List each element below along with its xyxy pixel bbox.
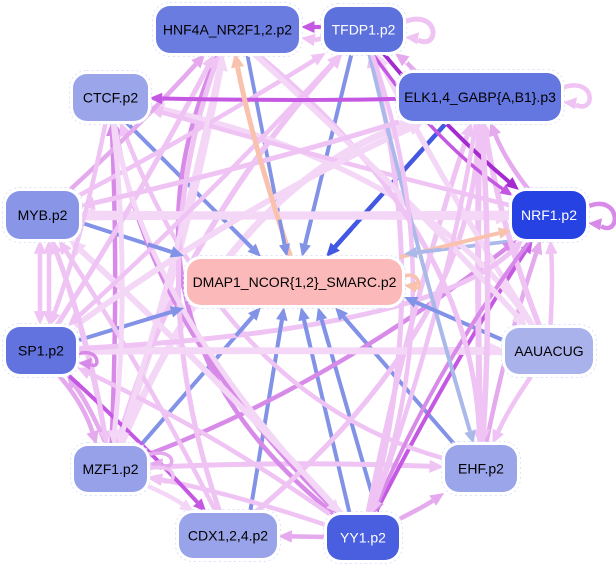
- svg-text:CDX1,2,4.p2: CDX1,2,4.p2: [188, 528, 268, 544]
- svg-text:AAUACUG: AAUACUG: [514, 343, 583, 359]
- svg-text:YY1.p2: YY1.p2: [340, 530, 386, 546]
- svg-text:MYB.p2: MYB.p2: [18, 207, 68, 223]
- svg-text:SP1.p2: SP1.p2: [18, 343, 64, 359]
- svg-text:NRF1.p2: NRF1.p2: [521, 207, 577, 223]
- svg-text:ELK1,4_GABP{A,B1}.p3: ELK1,4_GABP{A,B1}.p3: [404, 89, 556, 105]
- svg-text:CTCF.p2: CTCF.p2: [83, 90, 138, 106]
- svg-text:MZF1.p2: MZF1.p2: [82, 461, 138, 477]
- svg-text:TFDP1.p2: TFDP1.p2: [332, 22, 396, 38]
- svg-text:DMAP1_NCOR{1,2}_SMARC.p2: DMAP1_NCOR{1,2}_SMARC.p2: [193, 274, 397, 290]
- svg-text:EHF.p2: EHF.p2: [458, 461, 504, 477]
- svg-text:HNF4A_NR2F1,2.p2: HNF4A_NR2F1,2.p2: [163, 22, 292, 38]
